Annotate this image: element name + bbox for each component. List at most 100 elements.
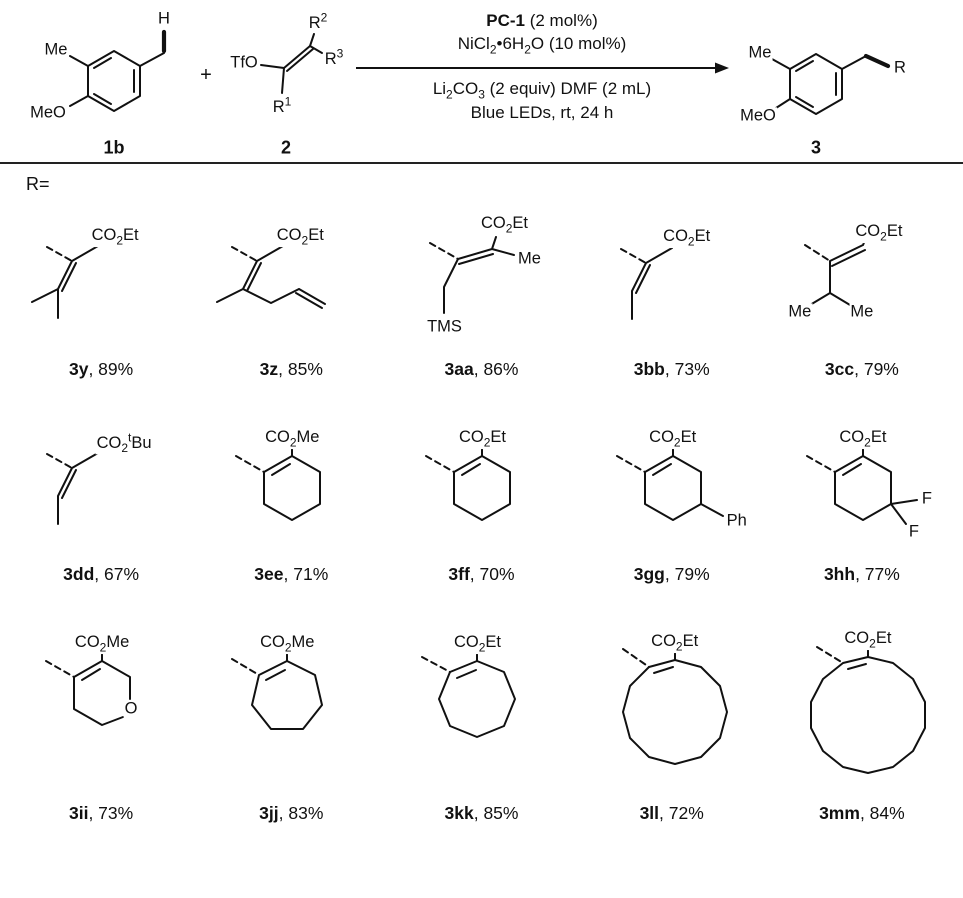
structure-3cc: CO2Et Me Me [773,197,951,359]
bonds [630,247,673,320]
ring [438,660,517,738]
structure-3hh-bonds [805,448,918,525]
product-cell-3ll: CO2Et 3ll, 72% [577,607,767,824]
double-bond-inner [81,668,102,681]
structure-3dd: CO2tBu [12,402,190,564]
separator: , [855,564,865,584]
product-cell-3y: CO2Et 3y, 89% [6,197,196,380]
r-label: R [893,58,907,77]
double-bond-inner [461,463,482,476]
product-yield: 84% [869,803,905,823]
substituent-bonds [771,55,867,109]
double-bond-inner [651,463,672,476]
product-cell-3z: CO2Et 3z, 85% [196,197,386,380]
reactant-1b: Me MeO H 1b [14,6,192,162]
ester-label: CO2Et [838,428,888,450]
structure-3aa-bonds [429,236,516,314]
me-right-label: Me [849,302,875,321]
compound-label-3: 3 [810,137,822,158]
ring [73,660,132,726]
f1-label: F [920,489,933,508]
structure-3y-bonds [31,245,100,319]
caption-3dd: 3dd, 67% [63,564,139,585]
product-id: 3jj [259,803,279,823]
ester-label: CO2Et [650,632,700,654]
ester-label: CO2Et [843,629,893,651]
attachment-bond [425,455,456,473]
me-left-label: Me [787,302,813,321]
structure-3gg-bonds [615,448,724,521]
product-id: 3bb [633,359,665,379]
product-id: 3gg [633,564,665,584]
plus-sign: + [200,64,212,86]
separator: , [664,564,675,584]
ester-label: CO2Et [648,428,698,450]
attachment-bond [619,248,647,264]
separator: , [854,359,864,379]
oxygen-label: O [123,699,139,718]
structure-3ff-bonds [425,448,512,521]
bonds [216,245,327,309]
ring [643,455,702,521]
bonds [57,452,100,525]
structure-3bb: CO2Et [583,197,761,359]
product-id: 3kk [444,803,474,823]
reaction-arrow [356,62,729,74]
separator: , [283,564,294,584]
product-id: 3ii [68,803,89,823]
structure-3jj-bonds [231,653,324,730]
structure-3hh: F F CO2Et [773,402,951,564]
meo-label: MeO [29,103,67,122]
attachment-bond [615,455,646,473]
caption-3mm: 3mm, 84% [819,803,905,824]
compound-label-1b: 1b [103,137,125,158]
tfo-bond [260,64,285,69]
structure-3y: CO2Et [12,197,190,359]
product-id: 3z [259,359,279,379]
structure-3ll-bonds [621,648,728,765]
structure-3bb-bonds [619,247,673,320]
product-yield: 79% [863,359,899,379]
product-id: 3cc [824,359,855,379]
product-cell-3bb: CO2Et 3bb, 73% [577,197,767,380]
product-cell-3hh: F F CO2Et 3hh, 77% [767,402,957,585]
attachment-bond [45,660,76,678]
structure-3ee-bonds [235,448,322,521]
attachment-bond [235,455,266,473]
separator: , [859,803,870,823]
product-id: 3ff [448,564,470,584]
reactant-2-bonds [260,33,323,94]
product-id: 3dd [63,564,95,584]
structure-3ii: O CO2Me [12,607,190,803]
double-bond-inner [265,669,287,681]
product-cell-3aa: CO2Et Me TMS 3aa, 86% [386,197,576,380]
structure-3mm-bonds [809,646,926,774]
bonds [31,245,100,319]
caption-3bb: 3bb, 73% [634,359,710,380]
structure-3z: CO2Et [202,197,380,359]
ester-label: CO2Et [479,214,529,236]
structure-3gg: CO2Et Ph [583,402,761,564]
product-yield: 73% [674,359,710,379]
separator: , [469,564,480,584]
double-bond-inner [652,666,674,674]
ring [251,660,324,730]
ring [453,455,512,521]
caption-3hh: 3hh, 77% [824,564,900,585]
caption-3ii: 3ii, 73% [69,803,133,824]
reactant-2: TfO R2 R3 R1 2 [220,6,348,162]
ester-label: CO2Et [854,222,904,244]
separator: , [659,803,669,823]
bonds [443,236,516,314]
caption-3cc: 3cc, 79% [825,359,899,380]
condition-line-1: PC-1 (2 mol%) [486,10,597,33]
attachment-bond [231,246,259,262]
attachment-bond [421,656,452,673]
product-cell-3dd: CO2tBu 3dd, 67% [6,402,196,585]
product-yield: 70% [479,564,515,584]
caption-3gg: 3gg, 79% [634,564,710,585]
me-label: Me [43,40,69,59]
caption-3z: 3z, 85% [260,359,323,380]
phenyl-bond [699,503,724,517]
product-cell-3ff: CO2Et 3ff, 70% [386,402,576,585]
